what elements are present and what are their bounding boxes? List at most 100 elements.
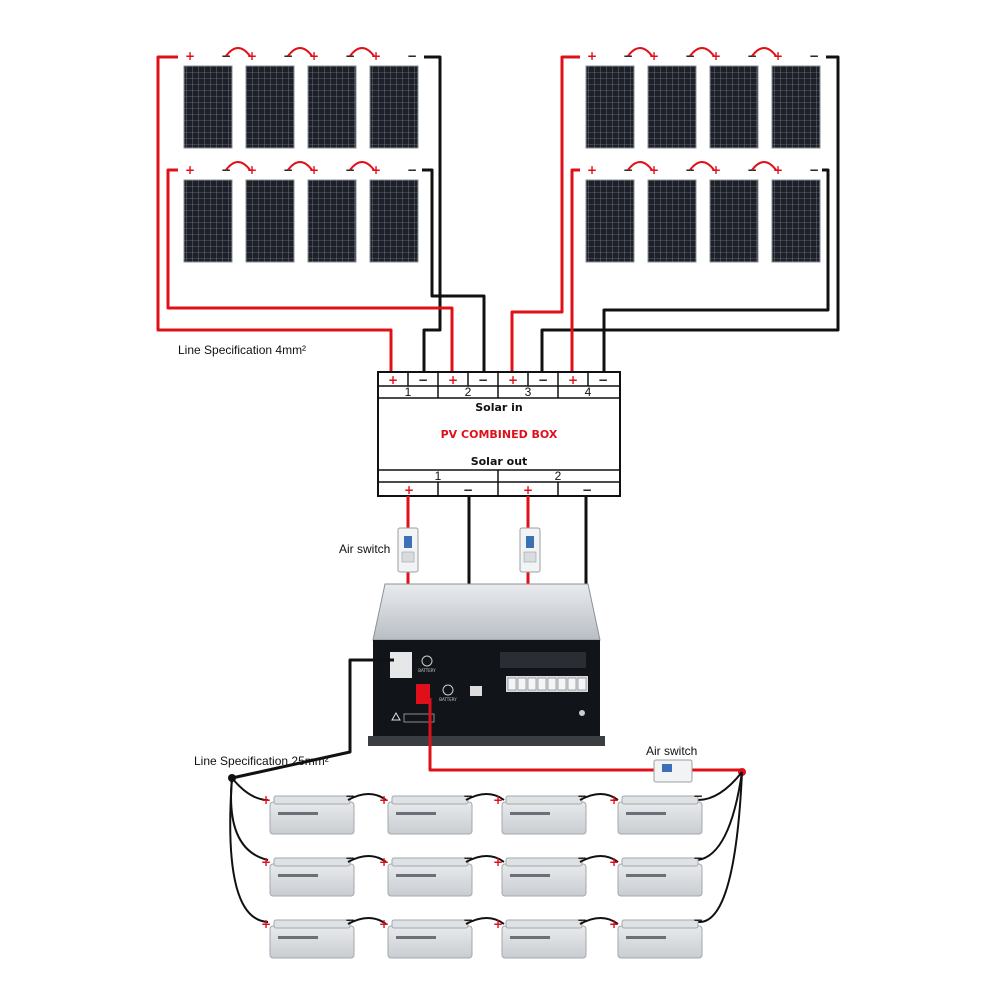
series-jumper [349,161,375,171]
battery-minus-sign: − [693,789,703,803]
solar-out-label: Solar out [471,455,528,468]
battery-plus-sign: + [379,855,389,869]
battery-jumper [347,793,387,801]
left-bottom-panel-1: +− [183,161,251,263]
battery-bank: +−+−+−+−+−+−+−+−+−+−+−+− [261,789,703,959]
series-jumper [225,161,251,171]
battery-minus-sign: − [693,851,703,865]
series-jumper [627,47,653,57]
battery-r2-c3: +− [493,851,619,897]
panel-plus-sign: + [649,163,659,177]
battery-r1-c2: +− [379,789,505,835]
left-bottom-panel-3: +− [307,161,375,263]
panel-minus-sign: − [407,49,417,63]
battery-jumper [579,793,619,801]
output-2-plus: + [523,483,533,497]
battery-plus-sign: + [493,917,503,931]
right-top-panel-4: +− [771,49,821,149]
panel-plus-sign: + [711,49,721,63]
right-bottom-panel-4: +− [771,163,821,263]
solar-array-right-top: +−+−+−+− [585,47,821,149]
string-3-positive-wire [510,55,580,372]
right-top-panel-3: +− [709,47,777,149]
battery-minus-sign: − [577,851,587,865]
panel-plus-sign: + [371,49,381,63]
input-2-minus: − [478,373,488,387]
panel-plus-sign: + [773,49,783,63]
battery-jumper [465,793,505,801]
air-switch-battery-label: Air switch [646,744,697,758]
inverter: BATTERY BATTERY [368,583,605,746]
battery-positive-terminal [416,684,430,704]
battery-negative-label: BATTERY [418,668,436,673]
battery-jumper [347,855,387,863]
panel-minus-sign: − [809,49,819,63]
battery-r3-c1: +− [261,913,387,959]
series-jumper [225,47,251,57]
battery-r3-c4: +− [609,913,703,959]
pv-wiring [156,55,840,372]
battery-positive-label: BATTERY [439,697,457,702]
battery-minus-sign: − [345,913,355,927]
right-bottom-panel-1: +− [585,161,653,263]
series-jumper [751,161,777,171]
battery-plus-sign: + [379,793,389,807]
battery-jumper [579,855,619,863]
panel-minus-sign: − [809,163,819,177]
battery-plus-sign: + [261,793,271,807]
left-bottom-panel-2: +− [245,161,313,263]
battery-cabling [228,658,746,924]
battery-plus-sign: + [609,917,619,931]
panel-plus-sign: + [309,49,319,63]
left-top-panel-4: +− [369,49,419,149]
battery-plus-sign: + [261,855,271,869]
input-4-plus: + [568,373,578,387]
series-jumper [627,161,653,171]
left-top-panel-2: +− [245,47,313,149]
air-switch-battery [653,759,693,783]
series-jumper [287,161,313,171]
string-2-negative-wire [422,168,486,372]
string-3-negative-wire [540,55,840,372]
battery-jumper [465,855,505,863]
input-number-2: 2 [465,385,472,399]
battery-plus-sign: + [609,855,619,869]
input-2-plus: + [448,373,458,387]
solar-array-left-bottom: +−+−+−+− [183,161,419,263]
inverter-terminal-block [506,676,588,692]
panel-plus-sign: + [247,49,257,63]
string-1-negative-wire [422,55,442,372]
panel-plus-sign: + [309,163,319,177]
input-3-plus: + [508,373,518,387]
panel-plus-sign: + [773,163,783,177]
battery-minus-sign: − [577,913,587,927]
battery-minus-sign: − [693,913,703,927]
battery-line-spec-label: Line Specification 25mm² [194,754,329,768]
pv-combiner-box: + − + − + − + − 1 2 3 4 Solar in PV COMB… [377,371,621,497]
solar-in-label: Solar in [475,401,523,414]
combiner-box-title: PV COMBINED BOX [441,428,558,441]
right-top-panel-2: +− [647,47,715,149]
panel-plus-sign: + [185,163,195,177]
output-1-plus: + [404,483,414,497]
panel-plus-sign: + [587,163,597,177]
battery-jumper [579,917,619,925]
string-1-positive-wire [156,55,393,372]
battery-r1-c4: +− [609,789,703,835]
panel-plus-sign: + [247,163,257,177]
string-4-positive-wire [570,168,580,372]
input-4-minus: − [598,373,608,387]
air-switch-pv-label: Air switch [339,542,390,556]
left-top-panel-3: +− [307,47,375,149]
output-1-minus: − [463,483,473,497]
battery-minus-sign: − [345,789,355,803]
input-1-minus: − [418,373,428,387]
battery-negative-main [231,658,394,780]
string-4-negative-wire [602,168,830,372]
right-top-panel-1: +− [585,47,653,149]
battery-r2-c1: +− [261,851,387,897]
left-bottom-panel-4: +− [369,163,419,263]
input-number-4: 4 [585,385,592,399]
string-2-positive-wire [166,168,454,372]
